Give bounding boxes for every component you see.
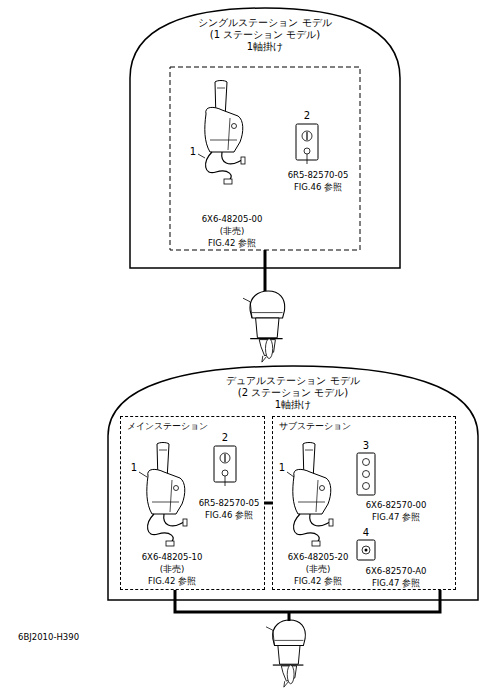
model-heading: シングルステーション モデル — [130, 17, 400, 29]
part-label: FIG.42 参照 — [294, 576, 342, 586]
cable — [264, 250, 267, 291]
switch-panel — [296, 124, 318, 164]
dome-outline-path — [130, 8, 400, 268]
switch-panel — [357, 453, 375, 495]
part-label: FIG.42 参照 — [208, 238, 256, 248]
callout-number: 4 — [363, 527, 369, 538]
part-label: 6X6-82570-00 — [366, 500, 427, 510]
remote-control-lever — [205, 81, 245, 185]
station-heading: メインステーション — [121, 417, 264, 432]
part-label: 6X6-48205-20 — [288, 552, 349, 562]
model-heading: デュアルステーション モデル — [108, 375, 478, 387]
callout-number: 1 — [131, 462, 137, 473]
callout-number: 2 — [304, 110, 310, 121]
part-label: FIG.46 参照 — [294, 182, 342, 192]
cable-connector — [265, 502, 272, 505]
model-heading: (2 ステーション モデル) — [108, 387, 478, 399]
title-group: シングルステーション モデル(1 ステーション モデル)1軸掛け — [130, 17, 400, 53]
part-label: 6X6-82570-A0 — [366, 566, 427, 576]
part-label: FIG.47 参照 — [372, 578, 420, 588]
part-label: FIG.42 参照 — [148, 576, 196, 586]
part-label: (非売) — [220, 226, 245, 236]
callout-number: 2 — [222, 432, 228, 443]
part-label: 6R5-82570-05 — [199, 498, 260, 508]
outboard-motor — [243, 291, 285, 362]
callout-number: 3 — [363, 440, 369, 451]
switch-panel — [357, 540, 375, 560]
station-heading: サブステーション — [273, 417, 455, 432]
dashed-group-box — [170, 67, 360, 250]
outboard-motor — [266, 620, 305, 687]
model-heading: 1軸掛け — [130, 41, 400, 53]
part-label: (非売) — [160, 564, 185, 574]
part-label: 6X6-48205-00 — [202, 214, 263, 224]
model-heading: 1軸掛け — [108, 399, 478, 411]
remote-control-lever — [147, 443, 187, 547]
model-outline: シングルステーション モデル(1 ステーション モデル)1軸掛け — [130, 8, 400, 268]
part-label: FIG.47 参照 — [372, 512, 420, 522]
callout-number: 1 — [279, 462, 285, 473]
part-label: 6R5-82570-05 — [288, 170, 349, 180]
remote-control-lever — [293, 443, 333, 547]
model-heading: (1 ステーション モデル) — [130, 29, 400, 41]
dome-outline-path — [108, 366, 478, 600]
part-label: FIG.46 参照 — [205, 510, 253, 520]
switch-panel — [214, 446, 236, 486]
callout-number: 1 — [190, 146, 196, 157]
cable — [175, 590, 440, 621]
part-label: (非売) — [306, 564, 331, 574]
part-label: 6X6-48205-10 — [142, 552, 203, 562]
part-label: 6BJ2010-H390 — [18, 632, 79, 642]
title-group: デュアルステーション モデル(2 ステーション モデル)1軸掛け — [108, 375, 478, 411]
